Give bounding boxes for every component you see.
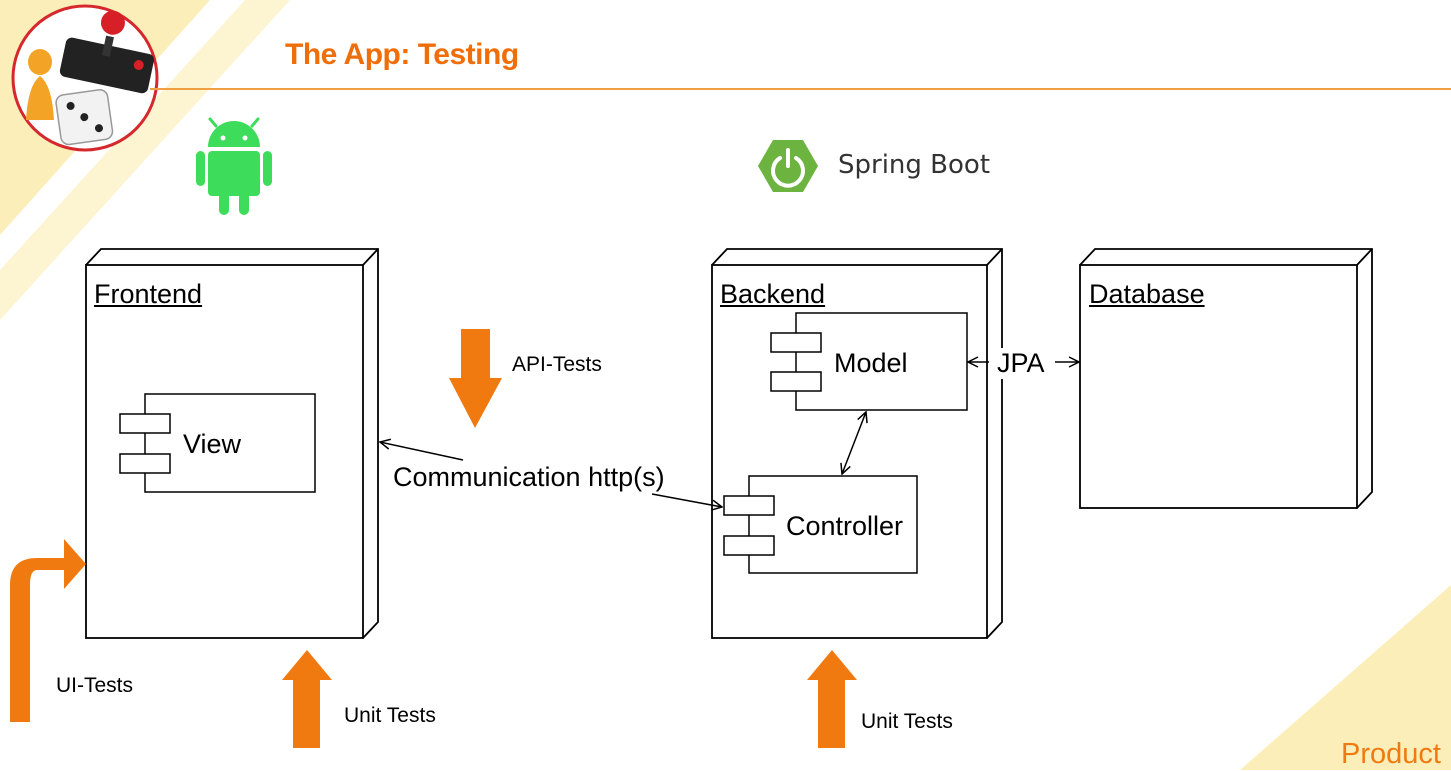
android-robot-icon bbox=[196, 117, 272, 215]
controller-label: Controller bbox=[786, 511, 904, 541]
database-title: Database bbox=[1089, 279, 1205, 309]
database-node bbox=[1079, 248, 1373, 509]
api-tests-arrow bbox=[449, 329, 502, 428]
frontend-title: Frontend bbox=[94, 279, 203, 309]
view-label: View bbox=[183, 429, 242, 459]
spring-power-icon bbox=[758, 140, 818, 192]
spring-boot-label: Spring Boot bbox=[838, 150, 991, 180]
communication-arrow-to-view bbox=[380, 442, 464, 461]
app-logo bbox=[11, 4, 159, 152]
unit-tests-frontend-arrow bbox=[282, 650, 332, 748]
model-controller-connector bbox=[842, 412, 866, 474]
controller-component bbox=[723, 475, 918, 574]
jpa-label: JPA bbox=[995, 348, 1047, 379]
model-component bbox=[770, 312, 968, 411]
view-component bbox=[119, 393, 316, 493]
footer-product: Product bbox=[1341, 738, 1441, 770]
communication-label: Communication http(s) bbox=[393, 462, 665, 493]
slide-title: The App: Testing bbox=[285, 38, 519, 71]
ui-tests-arrow bbox=[10, 539, 86, 722]
ui-tests-label: UI-Tests bbox=[56, 674, 134, 697]
title-divider bbox=[150, 88, 1451, 90]
model-label: Model bbox=[834, 348, 908, 378]
communication-arrow-to-controller bbox=[651, 493, 722, 507]
unit-tests-backend-arrow bbox=[807, 650, 857, 748]
corner-stripe-bottom-right bbox=[1240, 585, 1451, 770]
unit-tests-frontend-label: Unit Tests bbox=[344, 704, 436, 727]
backend-title: Backend bbox=[720, 279, 826, 309]
api-tests-label: API-Tests bbox=[512, 353, 602, 376]
unit-tests-backend-label: Unit Tests bbox=[861, 710, 953, 733]
